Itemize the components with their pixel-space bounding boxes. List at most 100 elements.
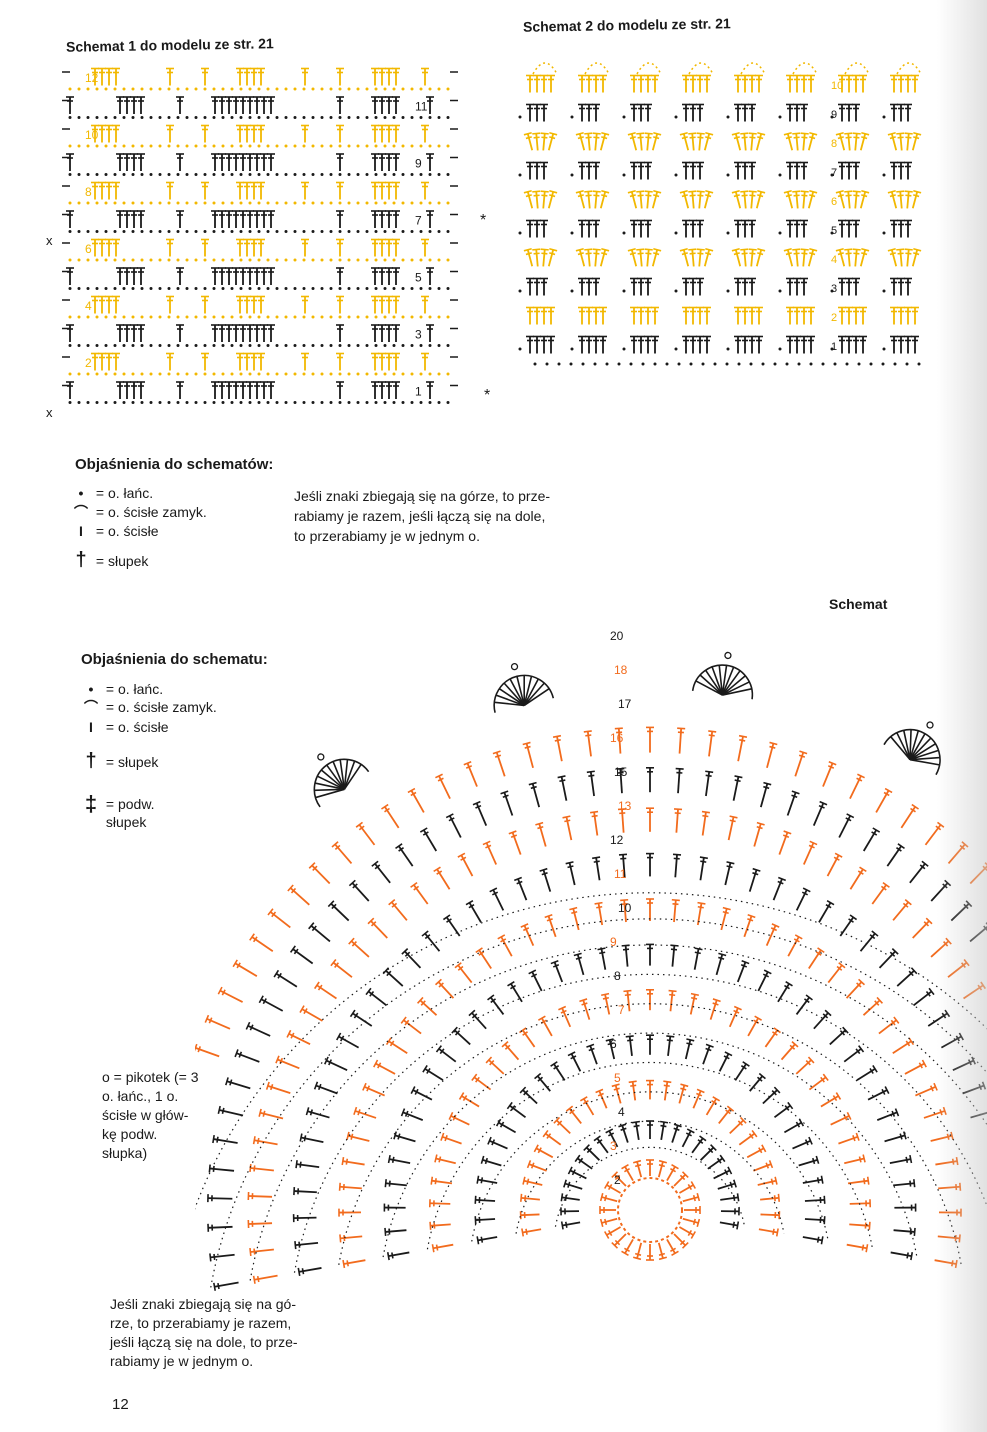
treble-stem — [657, 1242, 664, 1259]
treble-stitch — [748, 867, 761, 892]
chain-dot — [275, 87, 279, 91]
chain-dot — [194, 230, 198, 233]
treble-bar — [290, 887, 297, 894]
treble-top — [739, 1116, 747, 1124]
treble-stitch — [671, 898, 680, 923]
treble-top — [680, 1083, 689, 1088]
treble-top — [597, 947, 606, 951]
treble-top — [688, 248, 697, 251]
treble-stitch — [599, 247, 610, 267]
treble-top — [458, 1092, 465, 1100]
treble-stitch — [299, 1133, 324, 1144]
treble-stem — [743, 249, 747, 267]
chain-dot — [131, 344, 135, 347]
chain-dot — [86, 144, 90, 148]
treble-stitch — [601, 992, 611, 1015]
treble-bar — [588, 1047, 595, 1052]
treble-top — [835, 1092, 842, 1100]
chain-dot — [131, 87, 135, 91]
treble-bar — [889, 194, 896, 198]
treble-stitch — [679, 247, 690, 267]
treble-stitch — [475, 947, 492, 970]
treble-stitch — [445, 813, 462, 838]
treble-stitch — [764, 1027, 781, 1048]
chain-arch — [740, 62, 766, 75]
treble-top — [876, 996, 884, 1004]
treble-bar — [809, 252, 816, 256]
treble-bar — [923, 921, 930, 927]
treble-bar — [351, 941, 357, 947]
row-number: 6 — [85, 242, 92, 256]
treble-stitch — [682, 1192, 701, 1203]
treble-bar — [601, 252, 608, 256]
treble-top — [896, 190, 905, 193]
treble-stem — [703, 133, 711, 151]
chain-dot — [518, 115, 522, 119]
treble-stitch — [355, 821, 376, 846]
treble-stitch — [758, 1228, 779, 1237]
treble-stitch — [239, 96, 247, 114]
treble-stitch — [632, 1159, 643, 1178]
treble-stitch — [301, 181, 309, 200]
chain-dot — [428, 287, 432, 290]
treble-bar — [413, 885, 420, 891]
chain-dot — [176, 144, 180, 148]
chain-dot — [230, 230, 234, 233]
treble-bar — [910, 807, 916, 813]
chain-dot — [104, 87, 108, 91]
chain-dot — [302, 315, 306, 319]
legend1-note: Jeśli znaki zbiegają się na górze, to pr… — [294, 488, 551, 544]
chain-dot — [140, 201, 144, 205]
treble-stitch — [526, 103, 534, 122]
treble-stem — [673, 1174, 686, 1187]
treble-stitch — [736, 959, 750, 983]
chain-dot — [293, 344, 297, 347]
treble-stem — [624, 1166, 634, 1182]
treble-stitch — [838, 306, 846, 325]
treble-stitch — [448, 1111, 470, 1126]
treble-bar — [494, 754, 502, 758]
chain-dot — [347, 287, 351, 290]
treble-stitch — [871, 881, 890, 905]
treble-top — [349, 1009, 356, 1018]
treble-bar — [212, 1165, 215, 1172]
treble-stitch — [523, 131, 534, 151]
chain-dot — [365, 201, 369, 205]
treble-top — [726, 1105, 735, 1112]
treble-stem — [576, 1157, 593, 1170]
treble-top — [448, 1111, 454, 1120]
treble-stitch — [257, 295, 265, 314]
treble-bar — [891, 1110, 896, 1117]
treble-stitch — [703, 247, 714, 267]
treble-stitch — [759, 781, 772, 808]
treble-stem — [738, 1132, 756, 1146]
scallop-stitch — [314, 788, 345, 792]
treble-stem — [755, 133, 763, 151]
chain-dot — [383, 230, 387, 233]
chain-dot — [893, 362, 897, 366]
treble-top — [528, 781, 537, 786]
treble-stitch — [644, 335, 652, 354]
treble-top — [896, 248, 905, 251]
chain-dot — [158, 315, 162, 319]
treble-stem — [583, 1098, 595, 1116]
treble-bar — [705, 252, 712, 256]
treble-stitch — [890, 306, 898, 325]
treble-top — [751, 1129, 758, 1138]
treble-stitch — [232, 267, 240, 285]
chain-arc — [382, 1032, 918, 1258]
treble-stitch — [749, 1072, 766, 1092]
treble-stem — [526, 133, 534, 151]
treble-top — [913, 1179, 916, 1188]
row-number: 10 — [831, 80, 843, 92]
treble-stem — [750, 249, 754, 267]
treble-top — [451, 1026, 458, 1034]
treble-stem — [698, 191, 702, 209]
treble-stitch — [116, 267, 124, 285]
treble-bar — [525, 194, 532, 198]
treble-stitch — [474, 1216, 496, 1225]
treble-top — [861, 247, 870, 252]
treble-bar — [462, 1095, 468, 1102]
chain-dot — [320, 344, 324, 347]
treble-stitch — [66, 96, 74, 114]
